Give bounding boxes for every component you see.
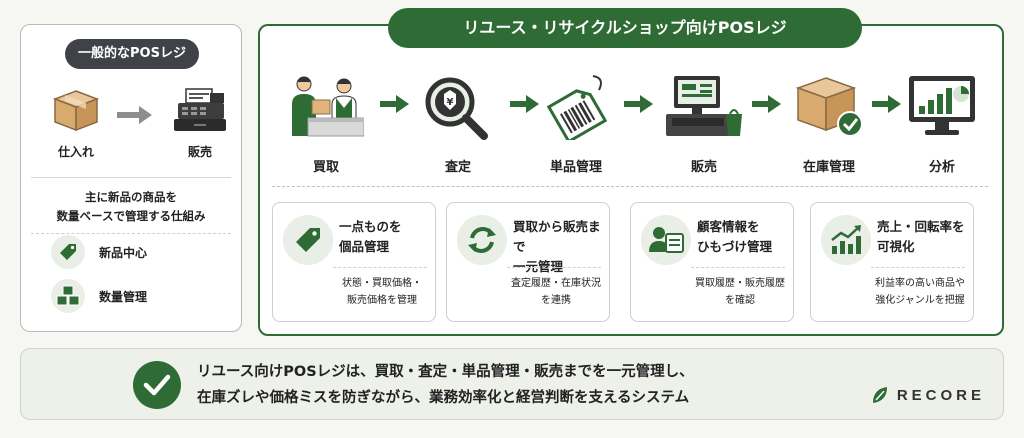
card-title: 買取から販売まで 一元管理 bbox=[513, 219, 601, 274]
check-icon bbox=[143, 374, 171, 396]
divider bbox=[272, 186, 988, 187]
tag-icon bbox=[296, 228, 320, 252]
growth-chart-icon bbox=[831, 225, 861, 254]
recore-logo: RECORE bbox=[871, 385, 985, 405]
description-line: 主に新品の商品を bbox=[85, 190, 177, 204]
feature-label: 数量管理 bbox=[99, 289, 148, 304]
description-line: 数量ベースで管理する仕組み bbox=[56, 209, 206, 223]
analytics-monitor-icon bbox=[909, 76, 975, 135]
generic-pos-title: 一般的なPOSレジ bbox=[65, 39, 199, 69]
card-description: 利益率の高い商品や 強化ジャンルを把握 bbox=[875, 278, 965, 306]
step-appraisal: ¥ 査定 bbox=[418, 74, 498, 175]
generic-pos-panel: 一般的なPOSレジ 仕入れ bbox=[20, 24, 242, 332]
barcode-tag-icon bbox=[546, 75, 608, 140]
tag-icon bbox=[60, 244, 76, 260]
card-title: 一点ものを 個品管理 bbox=[339, 219, 402, 254]
card-customer-info: 顧客情報を ひもづけ管理 買取履歴・販売履歴 を確認 bbox=[630, 202, 794, 322]
flow-label: 販売 bbox=[187, 145, 212, 159]
summary-banner: リユース向けPOSレジは、買取・査定・単品管理・販売までを一元管理し、 在庫ズレ… bbox=[20, 348, 1004, 420]
boxes-icon bbox=[56, 285, 80, 306]
flow-item-purchase: 仕入れ bbox=[41, 87, 111, 160]
summary-text: リユース向けPOSレジは、買取・査定・単品管理・販売までを一元管理し、 在庫ズレ… bbox=[197, 359, 694, 411]
sync-icon bbox=[468, 227, 496, 253]
step-analysis: 分析 bbox=[902, 74, 982, 175]
step-label: 分析 bbox=[928, 160, 955, 175]
step-inventory: 在庫管理 bbox=[789, 74, 869, 175]
feature-label: 新品中心 bbox=[99, 245, 148, 260]
leaf-logo-icon bbox=[872, 387, 887, 403]
summary-line: リユース向けPOSレジは、買取・査定・単品管理・販売までを一元管理し、 bbox=[197, 364, 694, 380]
arrow-right-icon bbox=[117, 106, 152, 124]
arrow-right-icon bbox=[380, 95, 409, 113]
step-label: 査定 bbox=[444, 160, 471, 175]
generic-pos-flow: 仕入れ 販売 bbox=[21, 87, 241, 183]
card-individual-item: 一点ものを 個品管理 状態・買取価格・ 販売価格を管理 bbox=[272, 202, 436, 322]
card-title: 顧客情報を ひもづけ管理 bbox=[697, 219, 773, 254]
reuse-pos-title: リユース・リサイクルショップ向けPOSレジ bbox=[388, 8, 862, 48]
step-label: 買取 bbox=[312, 160, 339, 175]
generic-pos-description: 主に新品の商品を 数量ベースで管理する仕組み bbox=[31, 177, 231, 226]
arrow-right-icon bbox=[624, 95, 653, 113]
step-sales: 販売 bbox=[664, 74, 744, 175]
pos-terminal-icon bbox=[666, 76, 742, 136]
svg-text:¥: ¥ bbox=[447, 97, 454, 108]
arrow-right-icon bbox=[510, 95, 539, 113]
card-description: 買取履歴・販売履歴 を確認 bbox=[695, 278, 785, 306]
step-buyback: 買取 bbox=[286, 74, 366, 175]
card-unified-management: 買取から販売まで 一元管理 査定履歴・在庫状況 を連携 bbox=[446, 202, 610, 322]
customer-id-icon bbox=[649, 227, 684, 253]
card-visualization: 売上・回転率を 可視化 利益率の高い商品や 強化ジャンルを把握 bbox=[810, 202, 974, 322]
arrow-right-icon bbox=[872, 95, 901, 113]
step-item-management: 単品管理 bbox=[536, 74, 616, 175]
stock-box-check-icon bbox=[795, 77, 863, 137]
divider bbox=[31, 233, 231, 234]
logo-text: RECORE bbox=[896, 386, 985, 404]
card-description: 状態・買取価格・ 販売価格を管理 bbox=[342, 278, 422, 306]
feature-quantity: 数量管理 bbox=[51, 279, 147, 313]
flow-item-sales: 販売 bbox=[165, 87, 235, 160]
flow-label: 仕入れ bbox=[57, 145, 94, 159]
appraisal-magnifier-icon: ¥ bbox=[425, 77, 488, 140]
arrow-right-icon bbox=[752, 95, 781, 113]
step-label: 販売 bbox=[690, 160, 717, 175]
step-label: 在庫管理 bbox=[802, 160, 855, 175]
summary-line: 在庫ズレや価格ミスを防ぎながら、業務効率化と経営判断を支えるシステム bbox=[197, 390, 690, 406]
buyback-icon bbox=[292, 76, 364, 137]
card-title: 売上・回転率を 可視化 bbox=[877, 219, 965, 254]
card-description: 査定履歴・在庫状況 を連携 bbox=[511, 278, 601, 306]
step-label: 単品管理 bbox=[549, 160, 602, 175]
feature-new-items: 新品中心 bbox=[51, 235, 147, 269]
cash-register-icon bbox=[174, 88, 226, 131]
box-icon bbox=[52, 90, 100, 132]
